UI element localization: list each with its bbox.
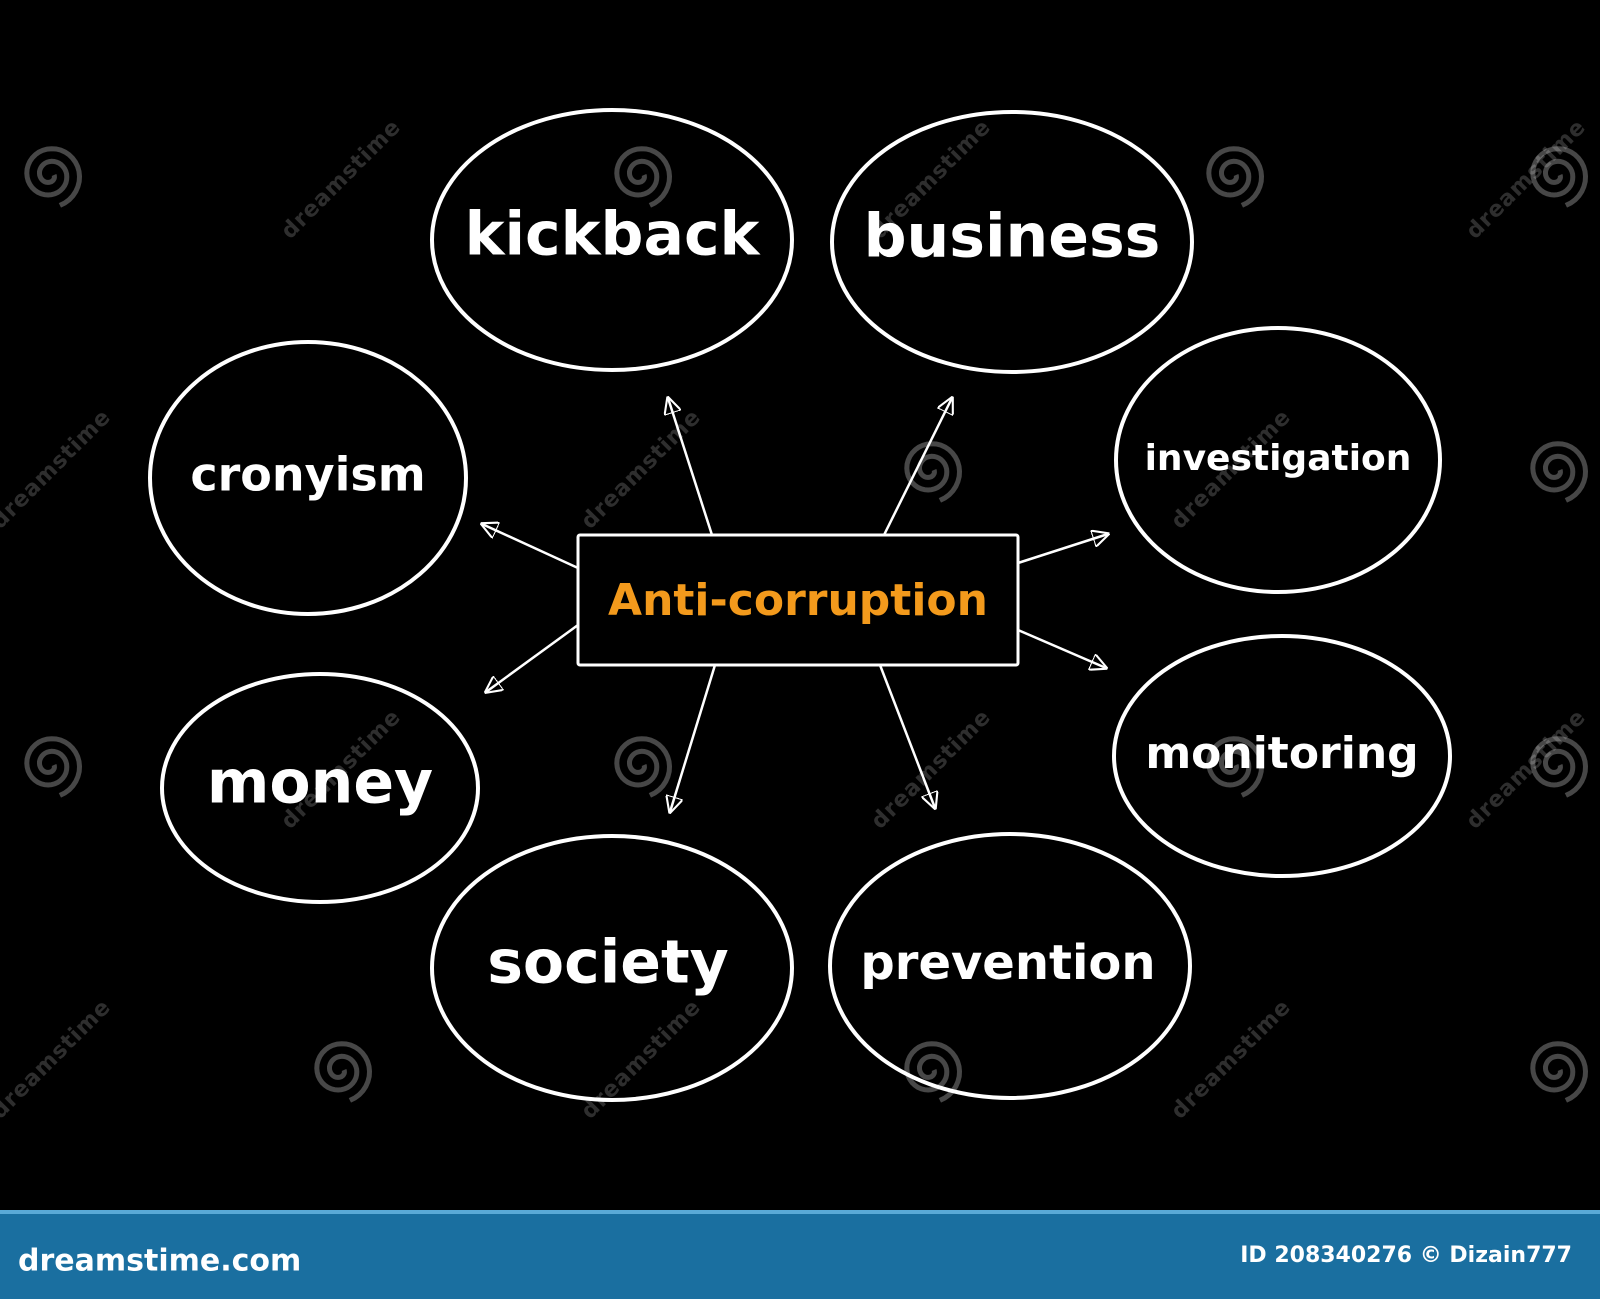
node-ellipse	[828, 832, 1192, 1100]
watermark-swirl-icon	[1530, 1041, 1589, 1103]
watermark-swirl-icon	[614, 736, 673, 798]
arrow-to-investigation	[1017, 534, 1108, 565]
node-label-monitoring: monitoring	[1145, 728, 1418, 779]
watermark-swirl-icon	[904, 1041, 963, 1103]
arrow-to-kickback	[668, 398, 714, 536]
watermark-swirl-icon	[24, 736, 83, 798]
footer-top-stripe	[0, 1210, 1600, 1214]
watermark-swirl-icon	[614, 146, 673, 208]
node-label-investigation: investigation	[1145, 438, 1412, 479]
arrow-to-prevention	[878, 664, 935, 808]
node-kickback: kickback	[430, 108, 794, 372]
node-label-money: money	[207, 748, 433, 818]
node-investigation: investigation	[1114, 326, 1442, 594]
arrow-to-monitoring	[1017, 628, 1106, 668]
watermark-swirl-icon	[24, 146, 83, 208]
watermark-swirl-icon	[1530, 736, 1589, 798]
footer-background	[0, 1210, 1600, 1299]
center-box	[576, 533, 1020, 667]
node-ellipse	[830, 110, 1194, 374]
node-money: money	[160, 672, 480, 904]
node-ellipse	[1112, 634, 1452, 878]
node-business: business	[830, 110, 1194, 374]
arrow-to-cronyism	[482, 524, 579, 570]
watermark-swirls	[24, 146, 1589, 1103]
arrow-to-money	[486, 623, 579, 692]
watermark-swirl-icon	[904, 441, 963, 503]
node-label-cronyism: cronyism	[190, 448, 425, 502]
watermark-swirl-icon	[1206, 736, 1265, 798]
node-prevention: prevention	[828, 832, 1192, 1100]
node-ellipse	[1114, 326, 1442, 594]
node-cronyism: cronyism	[148, 340, 468, 616]
node-label-society: society	[487, 928, 729, 998]
node-ellipse	[430, 834, 794, 1102]
watermark-swirl-icon	[1530, 146, 1589, 208]
node-monitoring: monitoring	[1112, 634, 1452, 878]
footer-brand: dreamstime.com	[18, 1244, 301, 1279]
node-society: society	[430, 834, 794, 1102]
center-label: Anti-corruption	[608, 575, 988, 626]
node-ellipse	[148, 340, 468, 616]
node-label-kickback: kickback	[465, 200, 762, 270]
arrow-to-society	[670, 664, 717, 812]
footer-bar: dreamstime.com ID 208340276 © Dizain777	[0, 1210, 1600, 1299]
center-node: Anti-corruption	[576, 533, 1020, 667]
watermark-swirl-icon	[314, 1041, 373, 1103]
node-label-business: business	[864, 202, 1161, 272]
footer-credit: ID 208340276 © Dizain777	[1240, 1243, 1572, 1268]
node-ellipse	[430, 108, 794, 372]
node-label-prevention: prevention	[860, 935, 1155, 991]
arrow-to-business	[882, 398, 952, 536]
watermark-swirl-icon	[1206, 146, 1265, 208]
connector-arrows	[482, 398, 1108, 812]
node-ellipse	[160, 672, 480, 904]
watermark-swirl-icon	[1530, 441, 1589, 503]
